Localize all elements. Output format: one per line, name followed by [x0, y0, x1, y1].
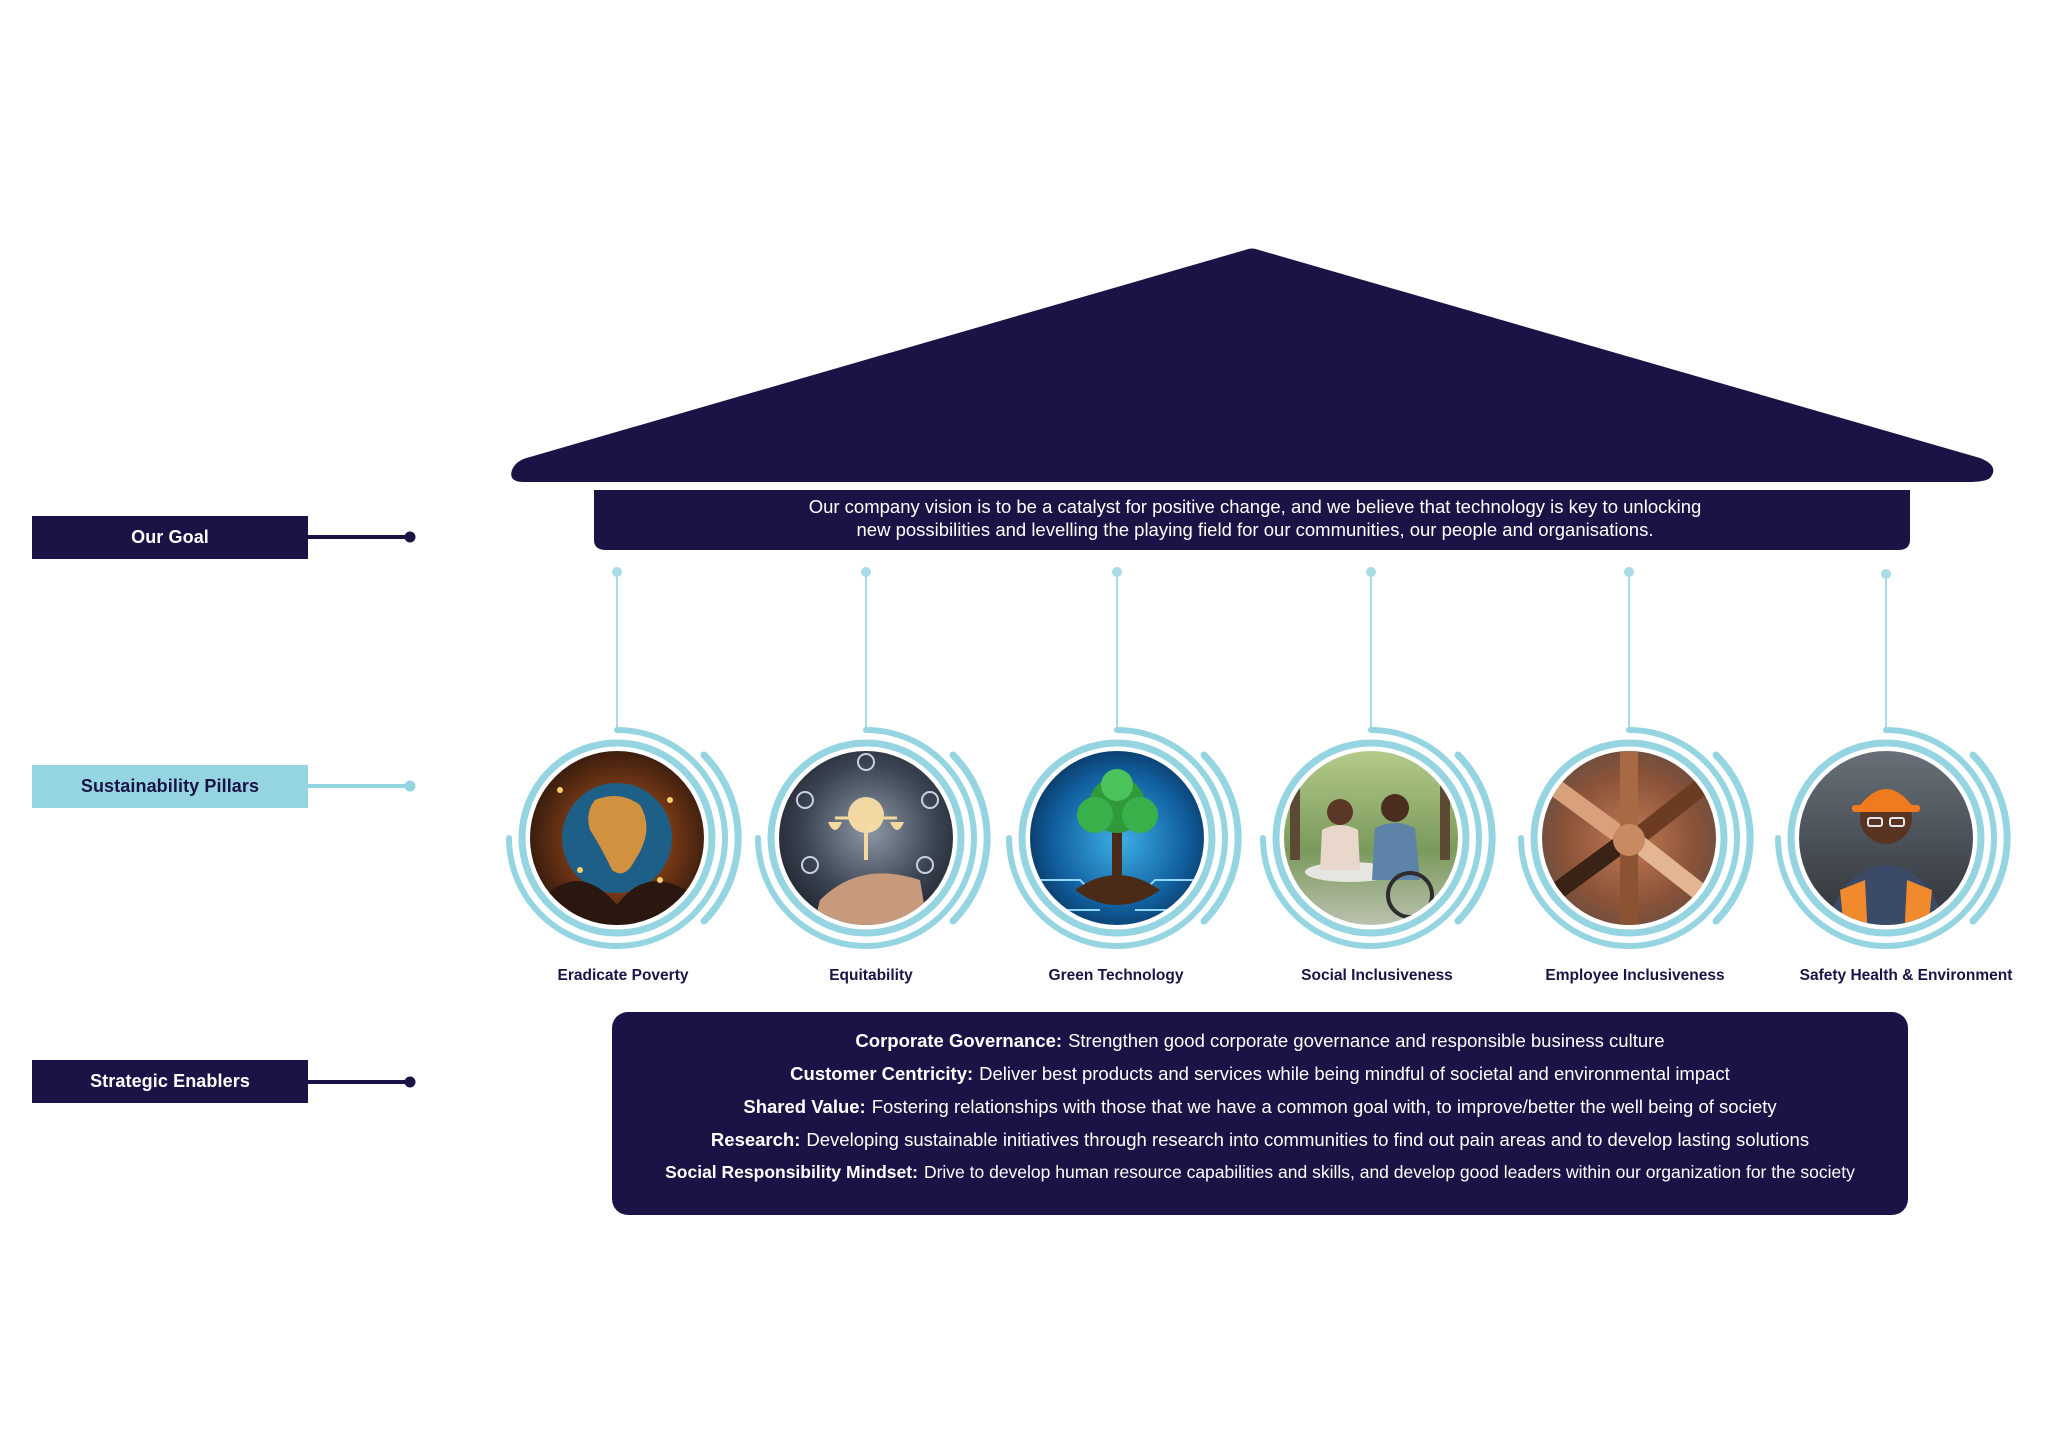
enabler-title: Social Responsibility Mindset: [665, 1162, 918, 1182]
enabler-row: Corporate Governance: Strengthen good cor… [612, 1024, 1908, 1057]
side-connectors [306, 532, 416, 1088]
enablers-list: Corporate Governance: Strengthen good cor… [612, 1024, 1908, 1189]
enabler-title: Research: [711, 1129, 800, 1150]
enabler-title: Customer Centricity: [790, 1063, 973, 1084]
strategic-enablers-label: Strategic Enablers [32, 1060, 308, 1103]
pillar-social-inclusiveness [1263, 730, 1492, 946]
enabler-title: Corporate Governance: [855, 1030, 1062, 1051]
roof [511, 249, 1993, 483]
enabler-row: Social Responsibility Mindset: Drive to d… [612, 1156, 1908, 1189]
pillar-label-safety-health-environment: Safety Health & Environment [1776, 967, 2036, 985]
sustainability-pillars-label: Sustainability Pillars [32, 765, 308, 808]
enabler-title: Shared Value: [743, 1096, 865, 1117]
pillar-label-equitability: Equitability [741, 967, 1001, 985]
goal-statement: Our company vision is to be a catalyst f… [600, 495, 1910, 553]
pillar-green-technology [1009, 730, 1238, 946]
pillar-safety-health-environment [1778, 730, 2007, 946]
pillar-label-green-technology: Green Technology [986, 967, 1246, 985]
enabler-row: Research: Developing sustainable initiati… [612, 1123, 1908, 1156]
pillar-employee-inclusiveness [1521, 730, 1750, 946]
our-goal-label: Our Goal [32, 516, 308, 559]
enabler-text: Deliver best products and services while… [979, 1063, 1730, 1084]
enabler-text: Drive to develop human resource capabili… [924, 1162, 1855, 1182]
enabler-text: Developing sustainable initiatives throu… [806, 1129, 1809, 1150]
goal-line-1: Our company vision is to be a catalyst f… [600, 495, 1910, 518]
pillar-label-eradicate-poverty: Eradicate Poverty [493, 967, 753, 985]
pillar-label-employee-inclusiveness: Employee Inclusiveness [1505, 967, 1765, 985]
pillar-eradicate-poverty [509, 730, 738, 946]
pillar-label-social-inclusiveness: Social Inclusiveness [1247, 967, 1507, 985]
enabler-text: Fostering relationships with those that … [872, 1096, 1777, 1117]
enabler-text: Strengthen good corporate governance and… [1068, 1030, 1665, 1051]
enabler-row: Shared Value: Fostering relationships wit… [612, 1090, 1908, 1123]
pillar-equitability [758, 730, 987, 946]
pillar-connectors [612, 567, 1891, 730]
enabler-row: Customer Centricity: Deliver best product… [612, 1057, 1908, 1090]
goal-line-2: new possibilities and levelling the play… [600, 518, 1910, 541]
